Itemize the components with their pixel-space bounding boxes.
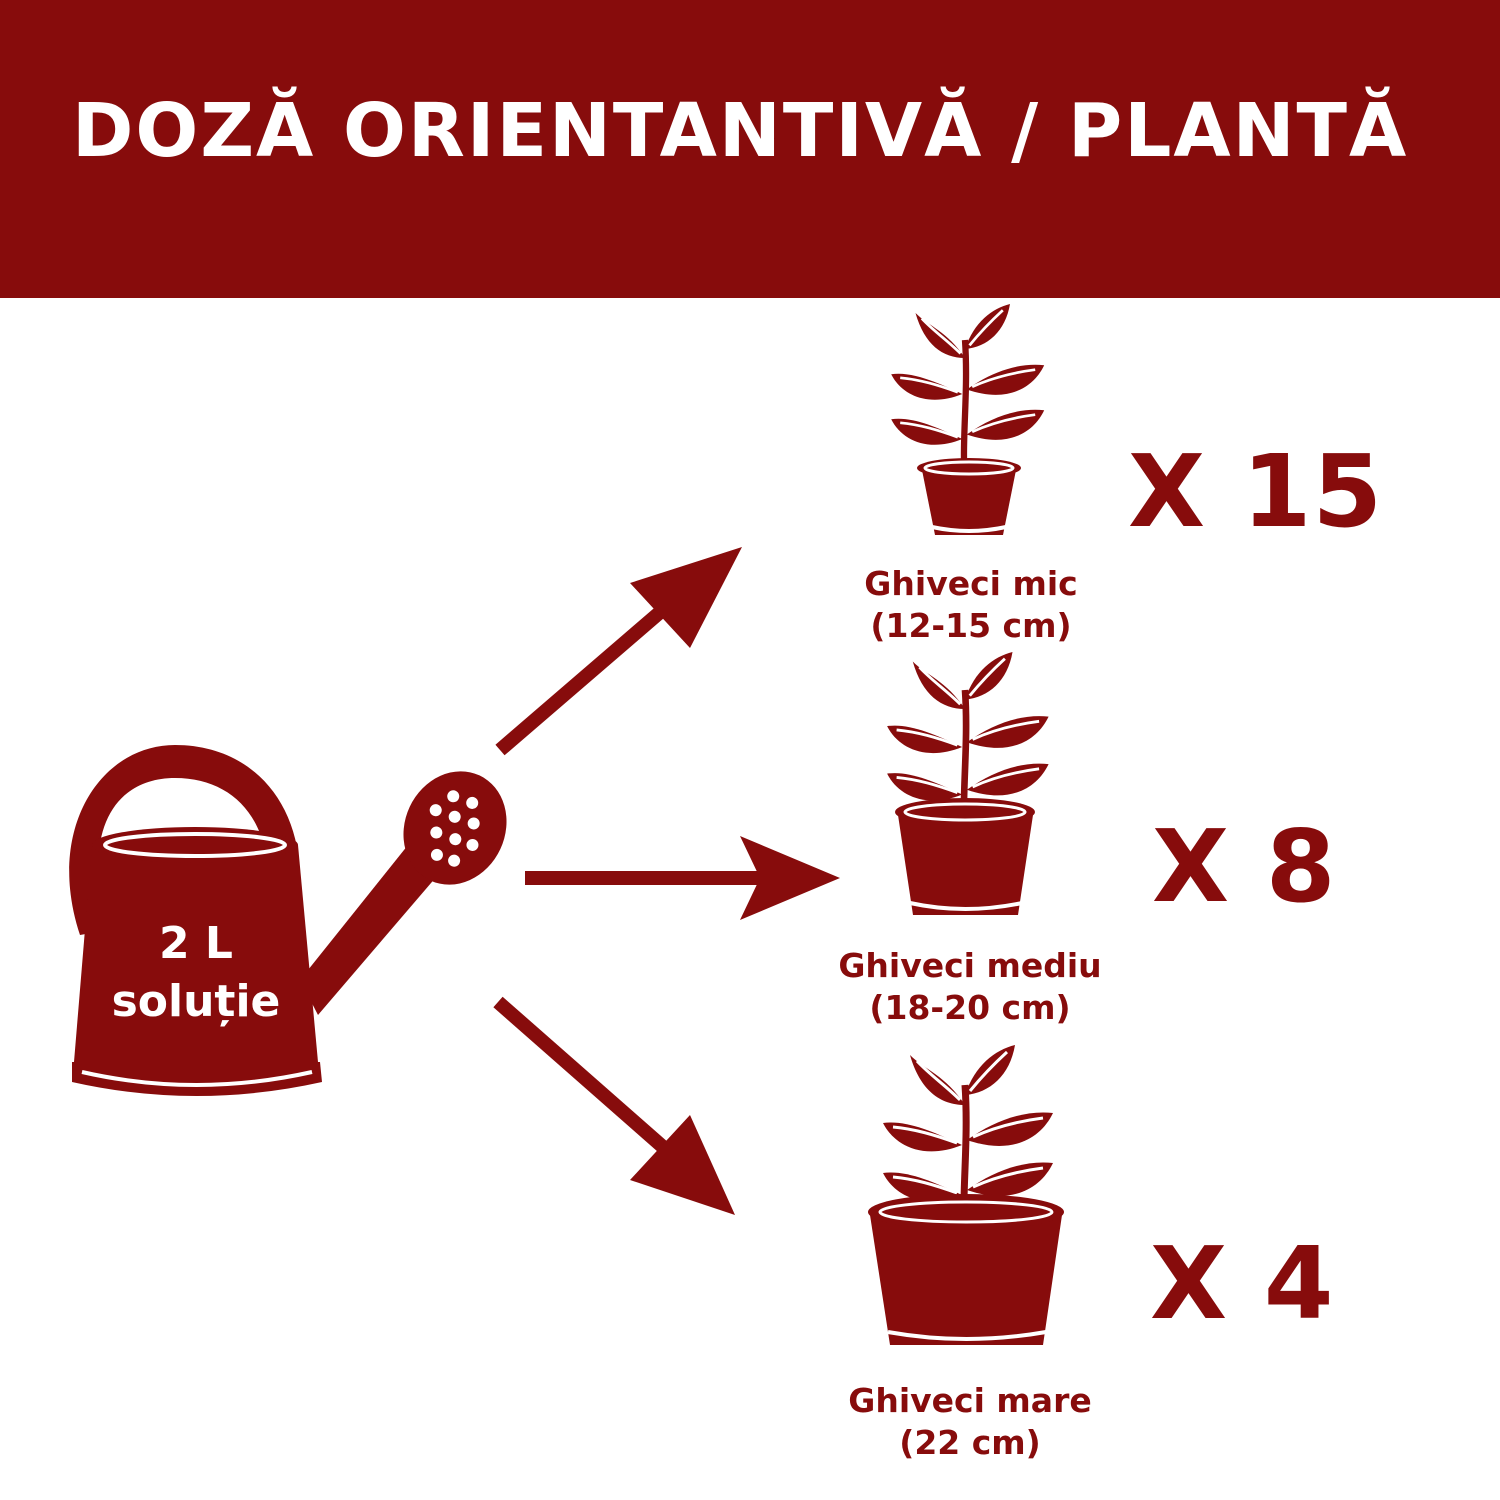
pot-size: (12-15 cm) (870, 606, 1072, 645)
page-title: DOZĂ ORIENTANTIVĂ / PLANTĂ (72, 88, 1409, 174)
pot-size: (18-20 cm) (869, 988, 1071, 1027)
title-banner: DOZĂ ORIENTANTIVĂ / PLANTĂ (0, 0, 1500, 298)
multiplier-medium: X 8 (1152, 808, 1337, 925)
arrow-icon (493, 996, 735, 1215)
pot-size: (22 cm) (899, 1423, 1041, 1462)
multiplier-large: X 4 (1150, 1225, 1335, 1342)
pot-caption-medium: Ghiveci mediu (18-20 cm) (800, 945, 1140, 1029)
arrow-icon (495, 547, 742, 756)
pot-caption-large: Ghiveci mare (22 cm) (800, 1380, 1140, 1464)
solution-amount: 2 L soluție (66, 915, 326, 1031)
plant-pot-icon (887, 652, 1049, 915)
solution-label: soluție (111, 976, 281, 1027)
multiplier-small: X 15 (1128, 433, 1384, 550)
plant-pot-icon (868, 1045, 1064, 1345)
plant-pot-icon (891, 304, 1044, 535)
pot-name: Ghiveci mic (864, 564, 1078, 603)
watering-can-icon (69, 745, 507, 1096)
solution-volume: 2 L (159, 918, 233, 969)
pot-name: Ghiveci mare (848, 1381, 1092, 1420)
pot-name: Ghiveci mediu (838, 946, 1102, 985)
arrow-icon (525, 836, 840, 920)
pot-caption-small: Ghiveci mic (12-15 cm) (801, 563, 1141, 647)
